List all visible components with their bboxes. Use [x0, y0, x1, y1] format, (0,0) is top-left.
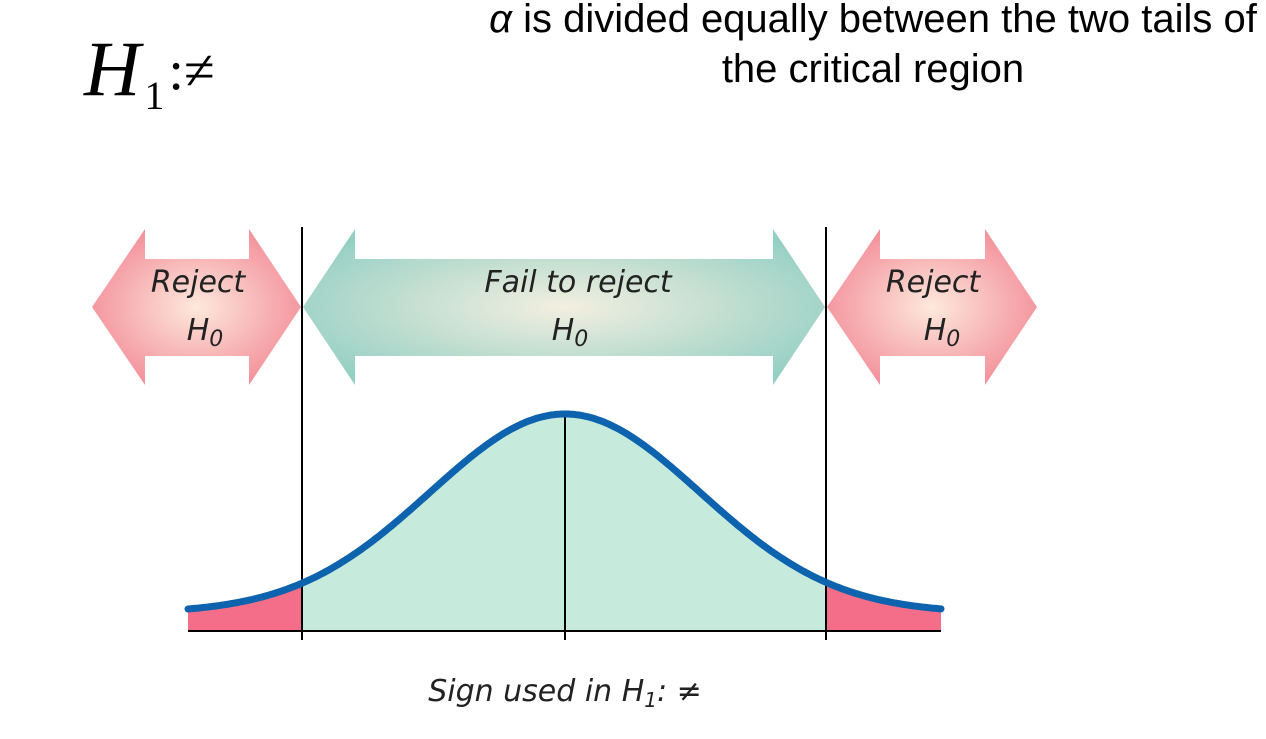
right-region-label-line2: H0 [924, 313, 961, 352]
hypothesis-letter: H [84, 25, 141, 112]
not-equal-symbol: :≠ [168, 40, 215, 102]
right-region-label-line1: Reject [886, 265, 982, 300]
left-region-label-line2: H0 [187, 313, 224, 352]
left-reject-arrow [92, 229, 301, 385]
center-region-label-line2: H0 [552, 313, 589, 352]
alpha-symbol: α [489, 0, 512, 41]
right-reject-arrow [827, 229, 1037, 385]
normal-curve [184, 410, 945, 613]
sign-caption: Sign used in H1: ≠ [428, 674, 702, 712]
center-fail-arrow [303, 229, 825, 385]
alpha-note-text: is divided equally between the two tails… [511, 0, 1257, 91]
left-region-label-line1: Reject [151, 265, 247, 300]
center-region-label-line1: Fail to reject [484, 265, 673, 300]
hypothesis-subscript: 1 [144, 73, 165, 118]
alpha-note: α is divided equally between the two tai… [480, 0, 1266, 94]
